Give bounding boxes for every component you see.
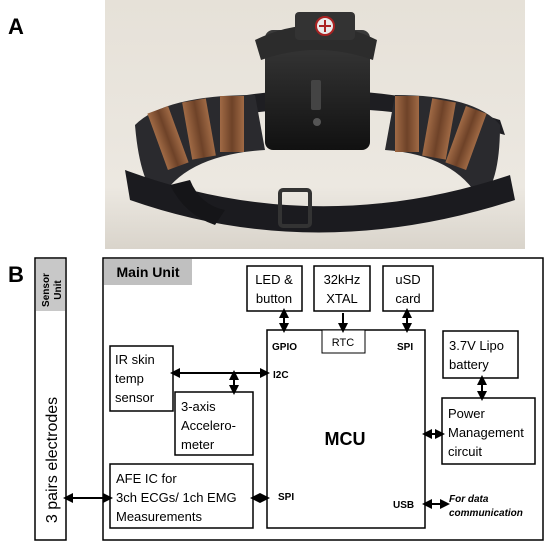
accel-line2: Accelero- [181, 418, 236, 433]
afe-ic-block [109, 463, 254, 529]
usd-card-block [382, 265, 434, 312]
led-line2: button [256, 291, 292, 306]
afe-line3: Measurements [116, 509, 202, 524]
accel-line1: 3-axis [181, 399, 216, 414]
xtal-line1: 32kHz [324, 272, 361, 287]
electrode-pad [445, 106, 487, 170]
device-photo [105, 0, 525, 249]
electrode-pad [422, 98, 456, 160]
main-unit-label: Main Unit [117, 264, 180, 280]
electrode-pad [182, 98, 216, 160]
button-icon [313, 118, 321, 126]
accel-line3: meter [181, 437, 215, 452]
sensor-unit-header [36, 259, 65, 311]
ir-line2: temp [115, 371, 144, 386]
main-unit-label-bg [104, 259, 192, 285]
panel-label-b: B [8, 262, 24, 287]
electrodes-label: 3 pairs electrodes [44, 397, 61, 523]
spi-top-label: SPI [397, 342, 413, 353]
mcu-label: MCU [325, 429, 366, 449]
usb-label: USB [393, 500, 414, 511]
mcu-block [266, 329, 426, 529]
electrode-pad [220, 96, 244, 152]
usd-line1: uSD [395, 272, 420, 287]
usb-note-line2: communication [449, 508, 523, 519]
ir-line3: sensor [115, 390, 155, 405]
i2c-label: I2C [273, 370, 289, 381]
strap-front [125, 170, 515, 233]
strap-buckle [278, 188, 312, 228]
afe-line2: 3ch ECGs/ 1ch EMG [116, 490, 237, 505]
led-line1: LED & [255, 272, 293, 287]
spi-bottom-label: SPI [278, 492, 294, 503]
power-line2: Management [448, 425, 524, 440]
sensor-unit-label-2: Unit [53, 280, 64, 300]
sensor-unit-label: Sensor [41, 273, 52, 307]
xtal-block [313, 265, 371, 312]
led-button-block [246, 265, 303, 312]
ir-skin-temp-block [109, 345, 174, 412]
rtc-label: RTC [332, 337, 354, 349]
power-line1: Power [448, 406, 486, 421]
strap-loop [170, 180, 225, 225]
usb-note-line1: For data [449, 494, 489, 505]
battery-line2: battery [449, 357, 489, 372]
panel-label-a: A [8, 14, 24, 39]
main-unit-box [102, 257, 544, 541]
power-line3: circuit [448, 444, 482, 459]
afe-line1: AFE IC for [116, 471, 177, 486]
accelerometer-block [174, 391, 254, 456]
battery-line1: 3.7V Lipo [449, 338, 504, 353]
ir-line1: IR skin [115, 352, 155, 367]
electrode-pad [147, 106, 189, 170]
gpio-label: GPIO [272, 342, 297, 353]
battery-block [442, 330, 519, 379]
usd-line2: card [395, 291, 420, 306]
xtal-line2: XTAL [326, 291, 358, 306]
electrode-pad [395, 96, 419, 152]
